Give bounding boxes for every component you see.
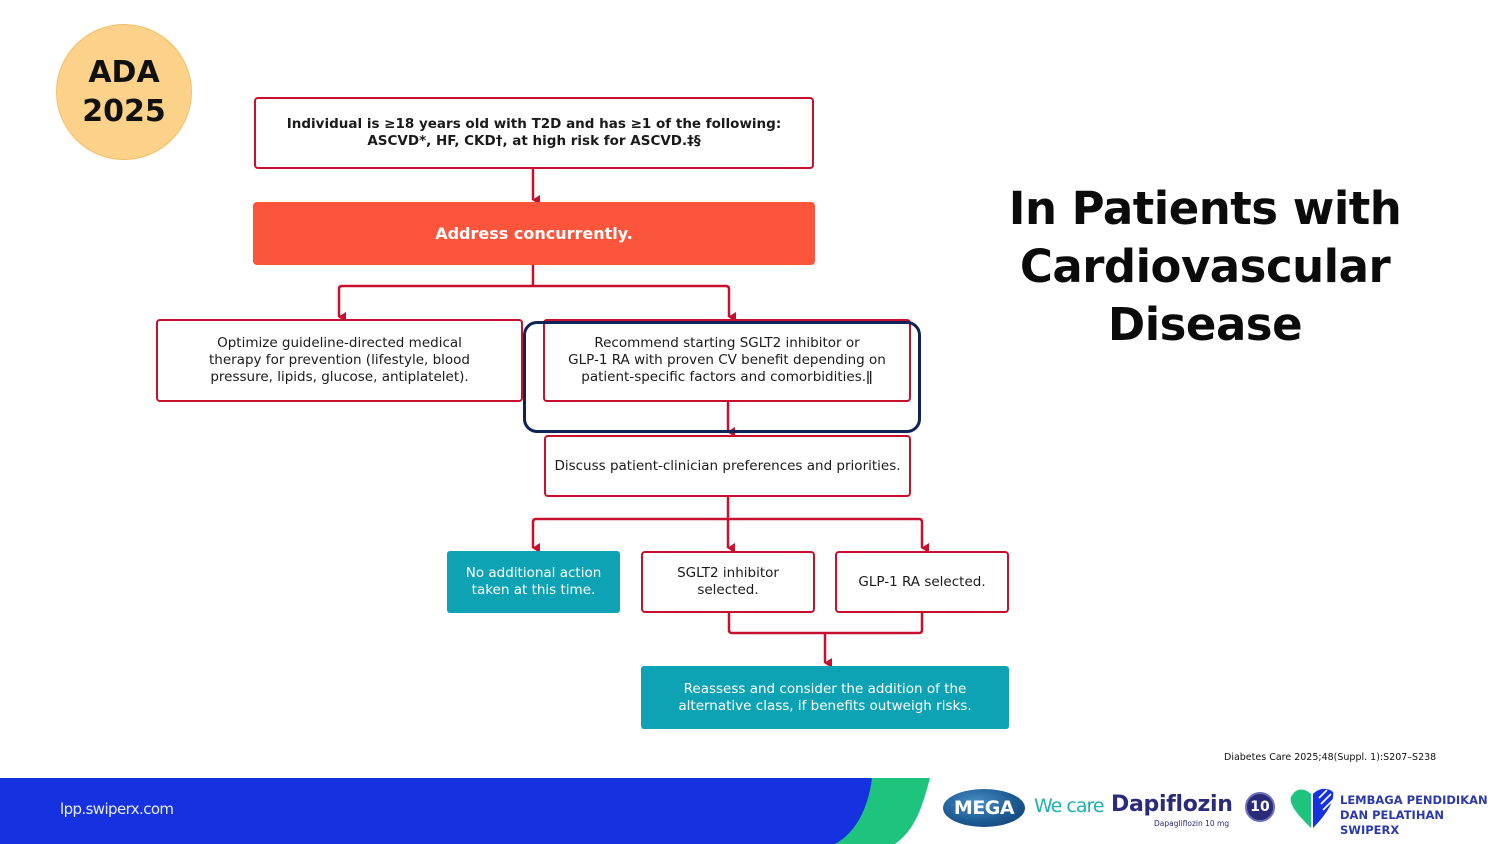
lpp-org-line-1: LEMBAGA PENDIDIKAN <box>1340 793 1488 807</box>
reassess-line-2: alternative class, if benefits outweigh … <box>678 697 972 714</box>
reassess-line-1: Reassess and consider the addition of th… <box>683 680 967 697</box>
citation: Diabetes Care 2025;48(Suppl. 1):S207–S23… <box>1224 752 1437 763</box>
recommend-line-1: Recommend starting SGLT2 inhibitor or <box>594 335 860 351</box>
recommend-line-2: GLP-1 RA with proven CV benefit dependin… <box>568 352 886 368</box>
criteria-line-2: ASCVD*, HF, CKD†, at high risk for ASCVD… <box>367 133 701 149</box>
node-glp1-selected: GLP-1 RA selected. <box>835 551 1009 613</box>
title-line-3: Disease <box>1107 298 1303 351</box>
glp1-text: GLP-1 RA selected. <box>858 573 986 590</box>
title-line-2: Cardiovascular <box>1019 240 1391 293</box>
footer-blue-band <box>0 778 872 844</box>
node-address-concurrently: Address concurrently. <box>253 202 815 265</box>
edge-address-recommend <box>533 284 736 322</box>
edge-address-optimize <box>337 284 533 322</box>
no-action-line-2: taken at this time. <box>471 582 596 598</box>
node-sglt2-selected: SGLT2 inhibitor selected. <box>641 551 815 613</box>
discuss-text: Discuss patient-clinician preferences an… <box>554 457 901 474</box>
edge-discuss-glp1 <box>728 517 929 553</box>
node-criteria: Individual is ≥18 years old with T2D and… <box>254 97 814 169</box>
dose-badge-text: 10 <box>1250 799 1270 815</box>
optimize-line-1: Optimize guideline-directed medical <box>217 335 462 351</box>
title-line-1: In Patients with <box>1008 182 1402 235</box>
badge-line-2: 2025 <box>82 94 166 129</box>
footer-bar <box>0 778 930 844</box>
dapiflozin-brand: Dapiflozin <box>1111 792 1233 817</box>
dose-badge: 10 <box>1245 792 1275 822</box>
node-recommend-sglt2-glp1: Recommend starting SGLT2 inhibitor or GL… <box>543 319 911 402</box>
we-care-tagline: We care <box>1034 795 1105 817</box>
sglt2-line-2: selected. <box>697 582 759 598</box>
node-discuss-preferences: Discuss patient-clinician preferences an… <box>544 435 911 497</box>
optimize-line-2: therapy for prevention (lifestyle, blood <box>208 352 470 368</box>
node-no-additional-action: No additional action taken at this time. <box>447 551 620 613</box>
no-action-line-1: No additional action <box>465 565 602 581</box>
lpp-org-name: LEMBAGA PENDIDIKAN DAN PELATIHAN SWIPERX <box>1340 793 1500 838</box>
mega-logo-text: MEGA <box>953 797 1015 819</box>
lpp-org-line-2: DAN PELATIHAN SWIPERX <box>1340 808 1444 837</box>
mega-logo: MEGA <box>943 789 1025 827</box>
criteria-line-1: Individual is ≥18 years old with T2D and… <box>286 116 782 132</box>
badge-line-1: ADA <box>88 55 160 90</box>
recommend-highlight-outline <box>523 321 921 433</box>
dapiflozin-subtitle: Dapagliflozin 10 mg <box>1154 819 1230 828</box>
sglt2-line-1: SGLT2 inhibitor <box>677 565 779 581</box>
node-optimize-therapy: Optimize guideline-directed medical ther… <box>156 319 523 402</box>
address-text: Address concurrently. <box>435 224 633 243</box>
recommend-line-3: patient-specific factors and comorbiditi… <box>581 369 873 385</box>
edge-discuss-noaction <box>531 517 728 553</box>
footer-url-link[interactable]: lpp.swiperx.com <box>60 800 174 818</box>
lpp-heart-book-icon <box>1290 788 1334 828</box>
optimize-line-3: pressure, lipids, glucose, antiplatelet)… <box>210 369 469 385</box>
ada-2025-badge: ADA 2025 <box>56 24 192 160</box>
slide-title: In Patients with Cardiovascular Disease <box>1005 180 1405 354</box>
node-reassess: Reassess and consider the addition of th… <box>641 666 1009 729</box>
edge-sglt2-glp1-merge <box>727 613 924 635</box>
